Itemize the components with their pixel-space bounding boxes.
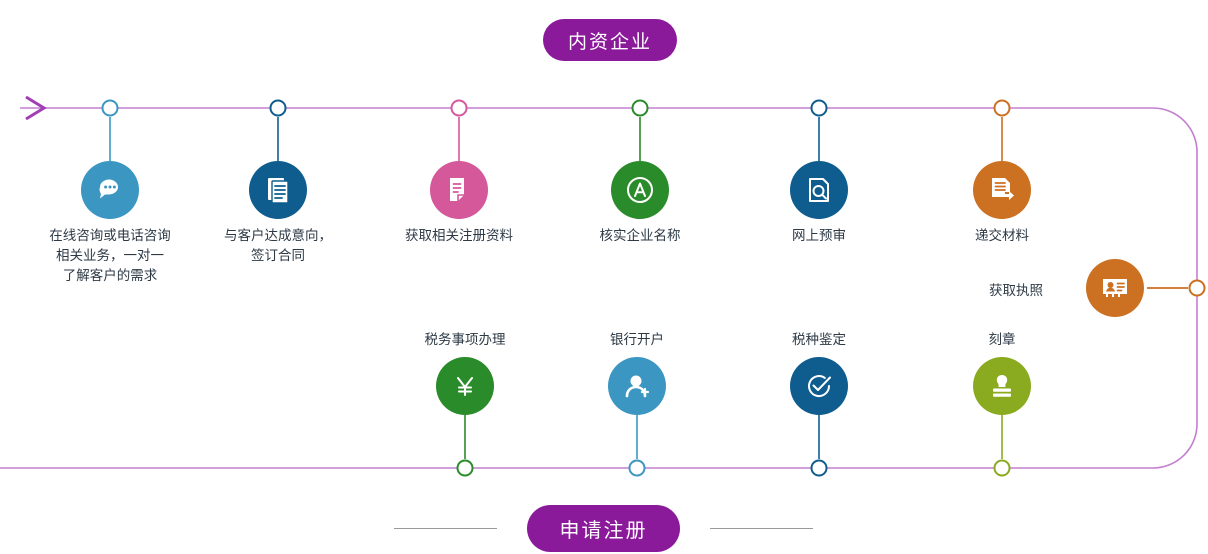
- stamp-icon: [986, 370, 1018, 402]
- step-license-icon-disc[interactable]: [1086, 259, 1144, 317]
- document-arrow-icon: [986, 174, 1018, 206]
- document-note-icon: [443, 174, 475, 206]
- step-online-review-icon-disc[interactable]: [790, 161, 848, 219]
- document-search-icon: [803, 174, 835, 206]
- step-tax-matters-icon-disc[interactable]: [436, 357, 494, 415]
- document-stack-icon: [262, 174, 294, 206]
- step-seal-label: 刻章: [988, 332, 1016, 347]
- id-card-icon: [1099, 272, 1131, 304]
- step-bank-account-icon-disc[interactable]: [608, 357, 666, 415]
- step-seal-icon-disc[interactable]: [973, 357, 1031, 415]
- circle-a-icon: [624, 174, 656, 206]
- step-license-label: 获取执照: [989, 283, 1043, 298]
- step-tax-matters-label: 税务事项办理: [424, 332, 506, 347]
- step-consult-label: 在线咨询或电话咨询 相关业务，一对一 了解客户的需求: [49, 228, 171, 283]
- step-consult-icon-disc[interactable]: [81, 161, 139, 219]
- chat-bubble-icon: [94, 174, 126, 206]
- step-contract-icon-disc[interactable]: [249, 161, 307, 219]
- footer-rule-left: [394, 528, 497, 529]
- footer-badge-apply-registration[interactable]: 申请注册: [527, 505, 680, 552]
- step-tax-type-label: 税种鉴定: [792, 332, 846, 347]
- yen-icon: [449, 370, 481, 402]
- step-tax-type-icon-disc[interactable]: [790, 357, 848, 415]
- check-circle-icon: [803, 370, 835, 402]
- step-name-check-icon-disc[interactable]: [611, 161, 669, 219]
- step-online-review-label: 网上预审: [792, 228, 846, 243]
- header-badge-domestic-enterprise[interactable]: 内资企业: [543, 19, 677, 61]
- step-bank-account-label: 银行开户: [610, 332, 664, 347]
- user-add-icon: [621, 370, 653, 402]
- step-submit-label: 递交材料: [975, 228, 1029, 243]
- step-contract-label: 与客户达成意向， 签订合同: [224, 228, 332, 263]
- step-submit-icon-disc[interactable]: [973, 161, 1031, 219]
- step-materials-label: 获取相关注册资料: [405, 228, 513, 243]
- step-materials-icon-disc[interactable]: [430, 161, 488, 219]
- footer-rule-right: [710, 528, 813, 529]
- step-name-check-label: 核实企业名称: [599, 228, 681, 243]
